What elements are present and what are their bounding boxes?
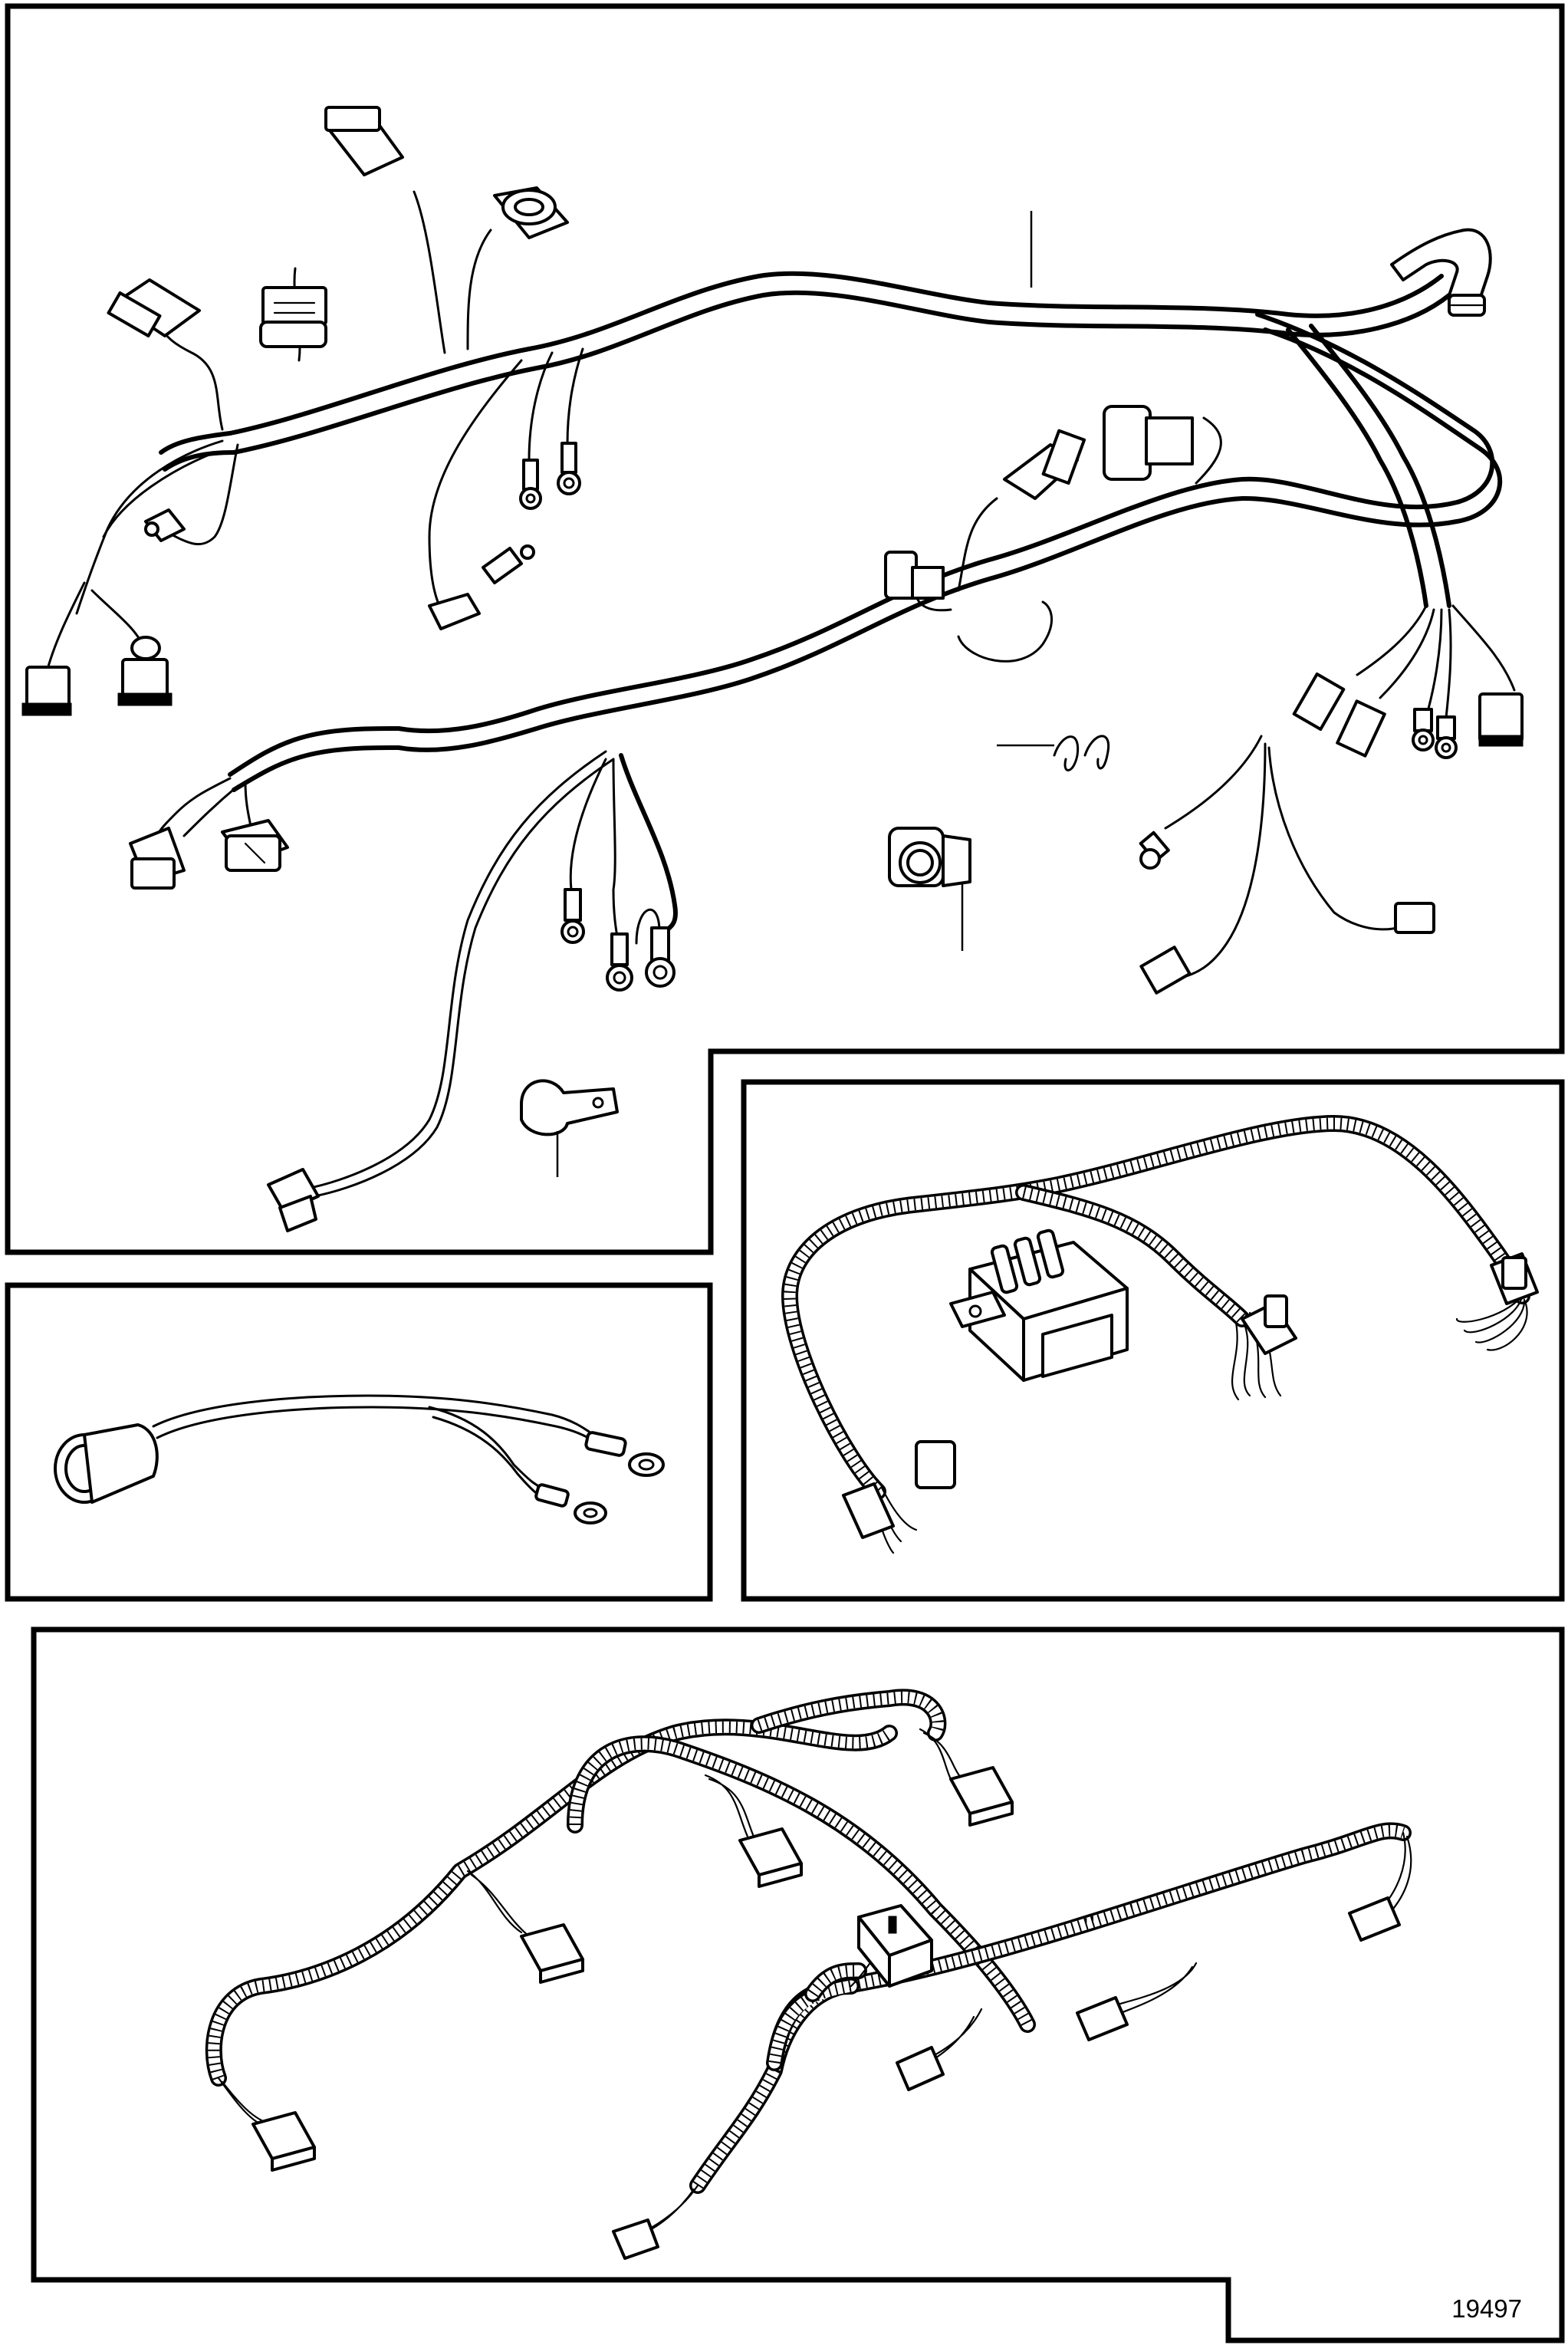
injector-harness-panel [31,1626,1565,2343]
connector-top-d [466,186,569,350]
relay-wire-fan-a [1231,1311,1282,1401]
left-wire-2 [102,451,216,538]
right-loop-cable [396,312,1495,734]
relay-harness-panel [741,1079,1565,1602]
spring-clip [997,735,1110,771]
injector-connector-2 [520,1923,584,1984]
connector-bottom-plug [267,1168,320,1232]
connector-topleft-a [107,278,224,431]
ring-terminal-lower-b [606,758,633,992]
figure-number: 19497 [1451,2294,1522,2323]
elbow-connector [1390,228,1492,317]
connector-left-small [144,443,239,545]
relay-wire-fan-b [1455,1294,1528,1351]
sender-cable-wire-b [156,1406,611,1455]
main-trunk-cable [228,271,1444,436]
sender-cable-panel [5,1282,713,1602]
ring-terminal-lower-c [619,753,678,988]
ring-terminal-lower-a [560,758,607,944]
right-branch-cable [1286,327,1428,608]
right-branch-cable-2 [1309,324,1451,608]
sender-plug [54,1423,159,1504]
injector-harness-border [31,1626,1565,2343]
sender-ring-terminal-a [584,1431,665,1477]
connector-lower-left-b [221,781,289,872]
injector-leads [217,1728,1412,2237]
connector-top-c [324,106,446,354]
sender-cable-wire-c [428,1406,554,1493]
main-engine-harness-panel [5,3,1565,1255]
sender-cable-wire-a [152,1394,607,1443]
right-terminal-cluster [1292,604,1524,759]
lower-left-cable [228,726,401,792]
connector-topleft-b [259,267,327,362]
sender-plug-small [482,544,535,584]
connector-mid-c [884,551,952,612]
injector-connector-8 [612,2218,659,2260]
injector-connector-6 [1348,1896,1401,1942]
injector-connector-5 [1076,1996,1129,2041]
connector-mid-a [957,429,1086,592]
injector-connector-1 [251,2111,316,2172]
relay-connector-a [1241,1294,1297,1355]
relay-block [949,1228,1129,1382]
injector-connector-3 [738,1827,803,1888]
long-wire-down-2 [313,758,615,1198]
long-wire-down [305,750,607,1190]
sender-cable-border [5,1282,713,1602]
connector-mid-left-loop [428,359,523,630]
connector-mid-b [1103,405,1222,485]
connector-left-square-a [21,581,86,716]
injector-conduits [205,1689,1412,2194]
relay-connector-c [842,1440,956,1539]
cable-clamp [520,1079,619,1177]
right-lower-branch [1139,735,1435,995]
connector-lower-left-a [129,777,239,890]
injector-connector-4 [949,1766,1014,1827]
left-trunk-cable [159,431,236,472]
round-connector [888,827,971,951]
relay-connector-b [1490,1252,1539,1305]
mid-small-loop [957,600,1054,663]
injector-main-plug [857,1904,933,1988]
relay-branch-conduit [1022,1186,1247,1324]
relay-harness-border [741,1079,1565,1602]
connector-left-square-b [90,589,173,706]
ring-terminal-pair-top [519,347,584,510]
injector-connector-7 [896,2046,945,2091]
relay-main-conduit [784,1117,1527,1496]
sender-ring-terminal-b [534,1483,607,1524]
left-long-wire [75,439,224,615]
right-loop-cable-lower [396,327,1502,752]
main-harness-border [5,3,1565,1255]
